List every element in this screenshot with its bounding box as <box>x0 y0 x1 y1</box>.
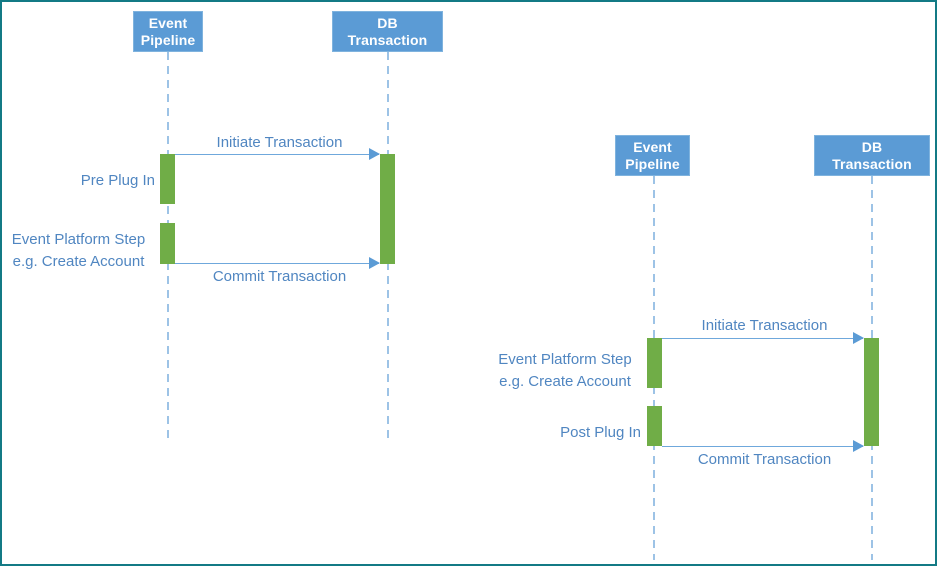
participant-box-db-transaction[interactable]: DB Transaction <box>332 11 443 52</box>
message-arrow-commit-transaction <box>175 263 379 264</box>
step-label-event-platform-step-2: Event Platform Step e.g. Create Account <box>489 349 641 393</box>
activation-bar-event-platform-step <box>160 223 175 264</box>
activation-bar-db-transaction-2 <box>864 338 879 446</box>
message-label-commit-transaction: Commit Transaction <box>212 268 347 285</box>
step-label-line1: Pre Plug In <box>80 172 155 189</box>
participant-label-line1: DB <box>861 139 883 156</box>
activation-bar-pre-plug-in <box>160 154 175 204</box>
participant-label-line2: Transaction <box>832 155 912 172</box>
step-label-line1: Event Platform Step <box>498 351 632 368</box>
step-label-pre-plug-in: Pre Plug In <box>2 170 155 192</box>
message-arrow-initiate-transaction <box>175 154 379 155</box>
message-label-initiate-transaction: Initiate Transaction <box>216 134 343 151</box>
arrowhead-icon <box>853 332 864 344</box>
participant-label-line1: Event <box>633 139 672 156</box>
step-label-event-platform-step: Event Platform Step e.g. Create Account <box>2 229 155 273</box>
participant-label-line2: Pipeline <box>140 31 196 48</box>
participant-label-line2: Transaction <box>347 31 428 48</box>
message-arrow-initiate-transaction-2 <box>662 338 863 339</box>
arrowhead-icon <box>853 440 864 452</box>
activation-bar-event-platform-step-2 <box>647 338 662 388</box>
participant-label-line1: DB <box>377 15 398 32</box>
activation-bar-db-transaction <box>380 154 395 264</box>
participant-box-event-pipeline[interactable]: Event Pipeline <box>133 11 203 52</box>
step-label-line2: e.g. Create Account <box>499 372 631 390</box>
step-label-line1: Event Platform Step <box>11 231 146 248</box>
message-label-commit-transaction-2: Commit Transaction <box>697 451 832 468</box>
participant-label-line1: Event <box>148 15 188 32</box>
arrowhead-icon <box>369 257 380 269</box>
arrowhead-icon <box>369 148 380 160</box>
participant-box-db-transaction-2[interactable]: DB Transaction <box>814 135 930 176</box>
participant-box-event-pipeline-2[interactable]: Event Pipeline <box>615 135 690 176</box>
message-arrow-commit-transaction-2 <box>662 446 863 447</box>
step-label-post-plug-in: Post Plug In <box>489 422 641 444</box>
participant-label-line2: Pipeline <box>625 155 680 172</box>
message-label-initiate-transaction-2: Initiate Transaction <box>701 317 828 334</box>
step-label-line1: Post Plug In <box>560 424 641 441</box>
step-label-line2: e.g. Create Account <box>12 252 145 270</box>
activation-bar-post-plug-in <box>647 406 662 446</box>
